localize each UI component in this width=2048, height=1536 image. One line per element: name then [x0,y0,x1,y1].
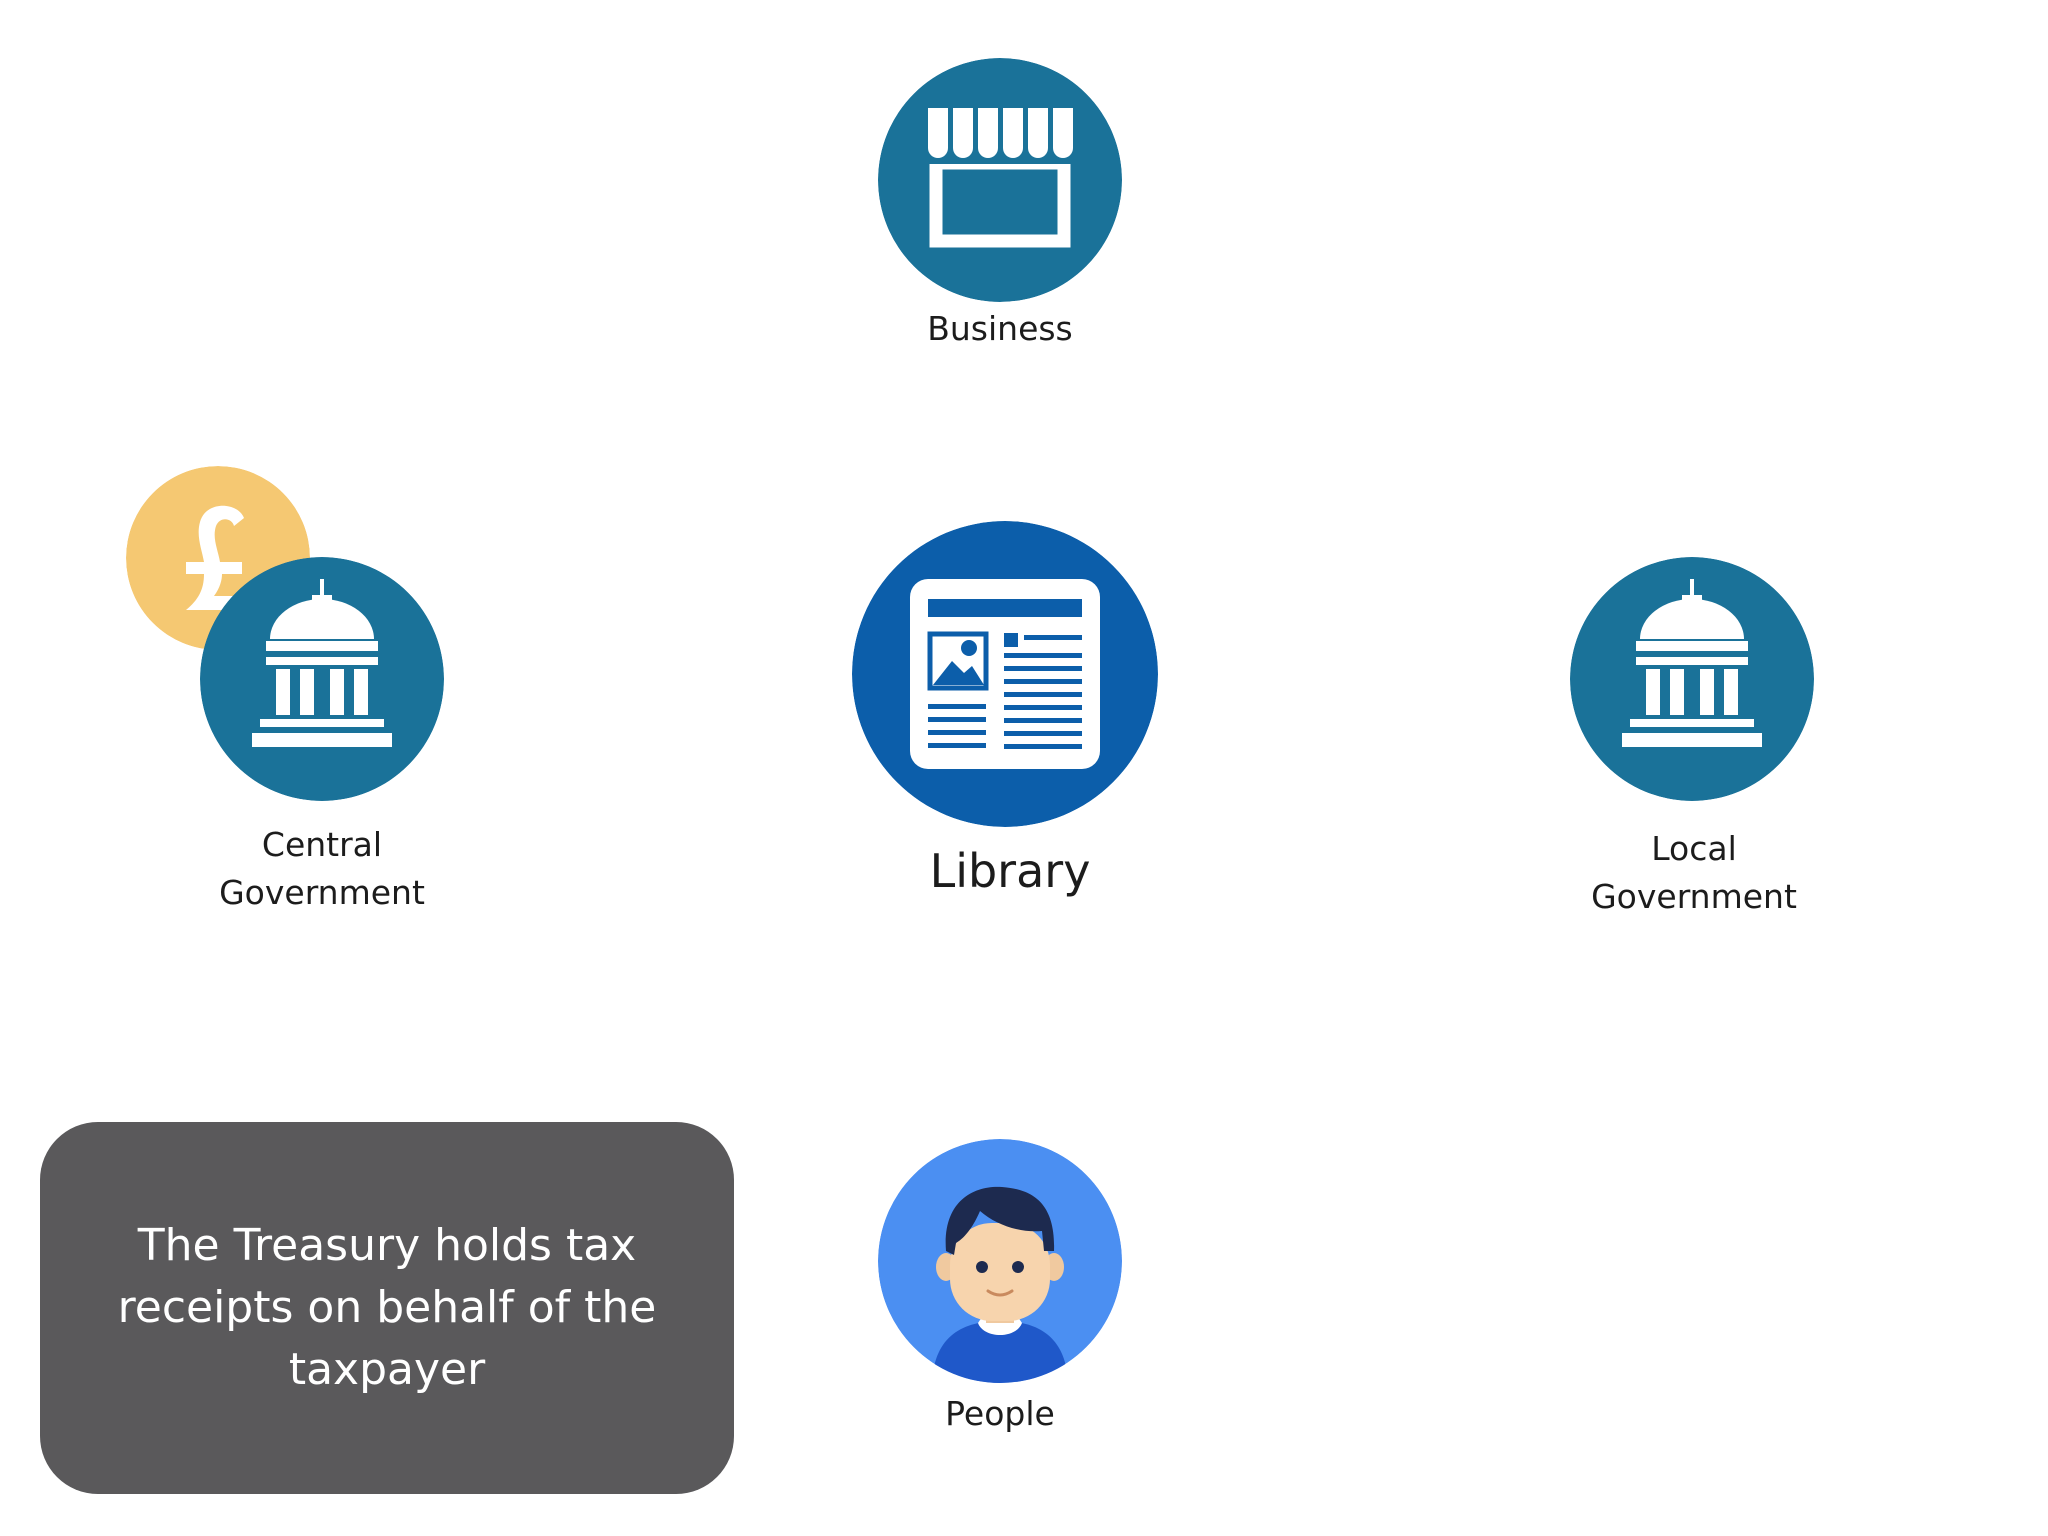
newspaper-icon [852,521,1158,827]
business-label: Business [927,309,1073,348]
central-government-label-line1: Central [261,825,383,864]
shop-awning-icon [878,58,1122,302]
local-government-label-line1: Local [1651,829,1737,868]
local-government-label-line2: Government [1591,877,1797,916]
government-building-icon [200,557,444,801]
government-building-icon [1570,557,1814,801]
treasury-callout: The Treasury holds tax receipts on behal… [40,1122,734,1494]
people-label: People [945,1394,1055,1433]
library-label: Library [929,844,1091,898]
person-avatar-icon [878,1139,1122,1383]
treasury-callout-text: The Treasury holds tax receipts on behal… [117,1220,657,1395]
central-government-label-line2: Government [219,873,425,912]
